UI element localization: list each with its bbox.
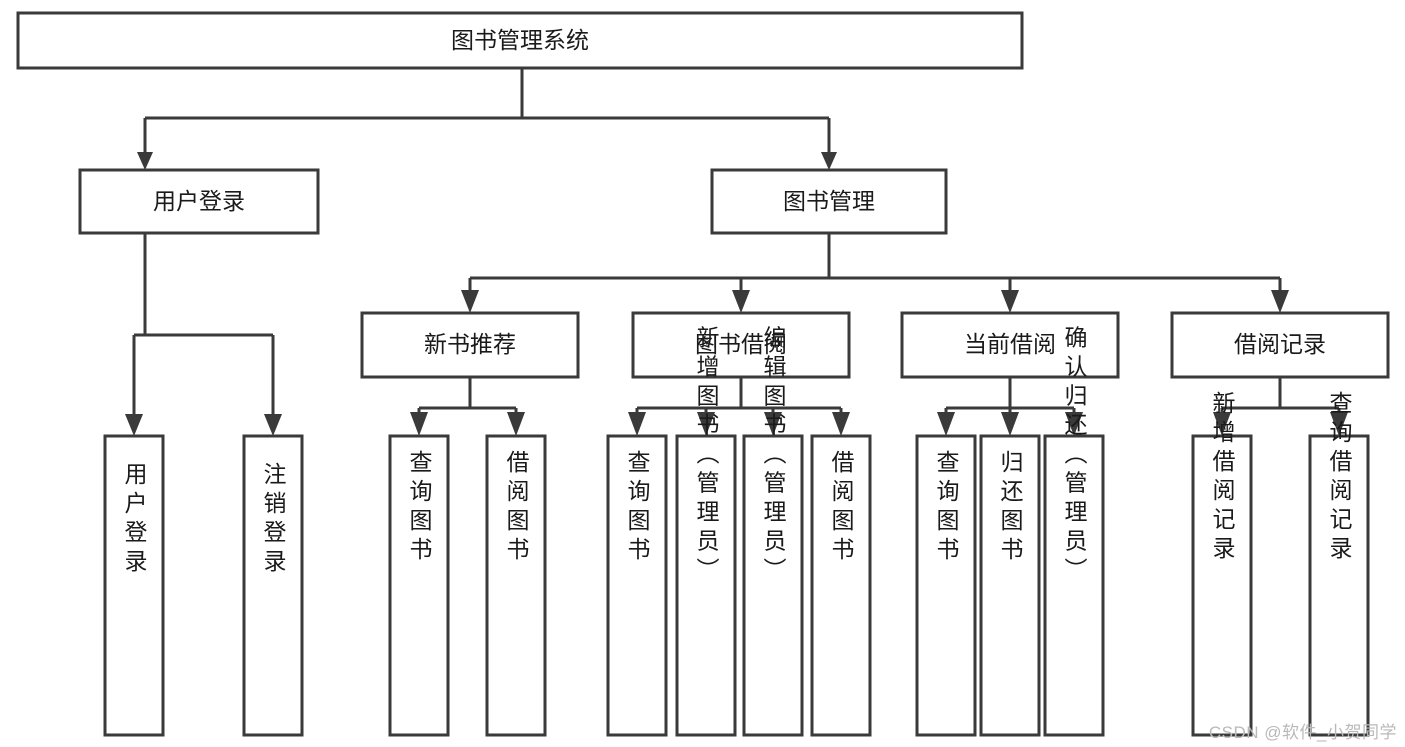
node-book-management[interactable]: 图书管理 [710, 168, 948, 235]
node-leaf-query-book-1[interactable]: 查询图书 [388, 434, 450, 737]
node-borrow-record-label: 借阅记录 [1234, 331, 1326, 357]
node-leaf-user-login-box[interactable] [103, 434, 165, 737]
arrow-head-leaf-add-record [1213, 412, 1231, 436]
node-new-book-recommend-box[interactable] [360, 311, 580, 379]
node-leaf-confirm-return[interactable]: 确认归还（管理员） [1043, 326, 1105, 737]
node-leaf-return-book-label: 归还图书 [997, 450, 1024, 566]
node-current-borrow-box[interactable] [900, 311, 1120, 379]
node-leaf-return-book[interactable]: 归还图书 [979, 434, 1041, 737]
node-user-login[interactable]: 用户登录 [78, 168, 320, 235]
node-leaf-borrow-book-2-label: 借阅图书 [828, 450, 855, 566]
arrow-head-leaf-logout-login [264, 414, 282, 436]
node-leaf-borrow-book-2-box[interactable] [810, 434, 872, 737]
arrow-head-new-book-recommend [461, 290, 479, 313]
node-leaf-query-record-box[interactable] [1308, 434, 1370, 737]
node-book-borrow-box[interactable] [631, 311, 851, 379]
node-leaf-query-book-3[interactable]: 查询图书 [915, 434, 977, 737]
arrow-head-leaf-return-book [1001, 412, 1019, 436]
node-leaf-logout-login[interactable]: 注销登录 [242, 434, 304, 737]
node-leaf-user-login[interactable]: 用户登录 [103, 434, 165, 737]
node-leaf-borrow-book-1-box[interactable] [485, 434, 547, 737]
node-leaf-borrow-book-2[interactable]: 借阅图书 [810, 434, 872, 737]
node-leaf-add-book-box[interactable] [675, 434, 737, 737]
arrow-head-current-borrow [1001, 290, 1019, 313]
arrow-head-leaf-query-book-3 [937, 412, 955, 436]
node-leaf-query-book-2-label: 查询图书 [624, 450, 651, 566]
node-book-borrow-label: 图书借阅 [695, 331, 787, 357]
connector-layer [125, 68, 1348, 436]
node-leaf-add-book-label: 新增图书（管理员） [693, 326, 720, 587]
arrow-head-leaf-query-record [1330, 412, 1348, 436]
arrow-head-leaf-add-book [697, 412, 715, 436]
node-user-login-label: 用户登录 [153, 188, 245, 214]
node-leaf-query-record-label: 查询借阅记录 [1326, 391, 1353, 565]
node-leaf-query-book-1-box[interactable] [388, 434, 450, 737]
node-leaf-query-book-2[interactable]: 查询图书 [606, 434, 668, 737]
node-book-management-box[interactable] [710, 168, 948, 235]
node-leaf-query-book-3-box[interactable] [915, 434, 977, 737]
node-leaf-confirm-return-label: 确认归还（管理员） [1061, 326, 1088, 587]
node-leaf-borrow-book-1-label: 借阅图书 [503, 450, 530, 566]
node-leaf-add-record-label: 新增借阅记录 [1209, 391, 1236, 565]
node-new-book-recommend-label: 新书推荐 [424, 331, 516, 357]
node-leaf-return-book-box[interactable] [979, 434, 1041, 737]
node-leaf-query-book-2-box[interactable] [606, 434, 668, 737]
node-root[interactable]: 图书管理系统 [16, 11, 1024, 70]
node-book-borrow[interactable]: 图书借阅 [631, 311, 851, 379]
node-leaf-query-record[interactable]: 查询借阅记录 [1308, 391, 1370, 737]
node-leaf-edit-book[interactable]: 编辑图书（管理员） [742, 326, 804, 737]
node-leaf-logout-login-box[interactable] [242, 434, 304, 737]
arrow-head-book-borrow [732, 290, 750, 313]
node-current-borrow[interactable]: 当前借阅 [900, 311, 1120, 379]
arrow-head-user-login [137, 152, 153, 170]
node-root-label: 图书管理系统 [451, 27, 589, 53]
csdn-watermark: CSDN @软件_小贺同学 [1208, 723, 1397, 742]
node-new-book-recommend[interactable]: 新书推荐 [360, 311, 580, 379]
node-leaf-confirm-return-box[interactable] [1043, 434, 1105, 737]
arrow-head-book-management [821, 152, 837, 170]
node-user-login-box[interactable] [78, 168, 320, 235]
node-borrow-record[interactable]: 借阅记录 [1170, 311, 1390, 379]
node-leaf-query-book-1-label: 查询图书 [406, 450, 433, 566]
arrow-head-leaf-confirm-return [1065, 412, 1083, 436]
node-current-borrow-label: 当前借阅 [964, 331, 1056, 357]
node-leaf-add-record-box[interactable] [1191, 434, 1253, 737]
node-leaf-query-book-3-label: 查询图书 [933, 450, 960, 566]
node-leaf-add-record[interactable]: 新增借阅记录 [1191, 391, 1253, 737]
arrow-head-leaf-query-book-2 [628, 412, 646, 436]
arrow-head-leaf-query-book-1 [410, 412, 428, 436]
arrow-head-borrow-record [1271, 290, 1289, 313]
node-leaf-borrow-book-1[interactable]: 借阅图书 [485, 434, 547, 737]
arrow-head-leaf-borrow-book-2 [832, 412, 850, 436]
node-root-box[interactable] [16, 11, 1024, 70]
arrow-head-leaf-edit-book [764, 412, 782, 436]
node-leaf-edit-book-label: 编辑图书（管理员） [760, 326, 787, 587]
node-borrow-record-box[interactable] [1170, 311, 1390, 379]
node-book-management-label: 图书管理 [783, 188, 875, 214]
node-leaf-logout-login-label: 注销登录 [260, 462, 287, 578]
arrow-head-leaf-borrow-book-1 [507, 412, 525, 436]
node-leaf-add-book[interactable]: 新增图书（管理员） [675, 326, 737, 737]
node-leaf-user-login-label: 用户登录 [121, 462, 148, 578]
node-leaf-edit-book-box[interactable] [742, 434, 804, 737]
arrow-head-leaf-user-login [125, 414, 143, 436]
